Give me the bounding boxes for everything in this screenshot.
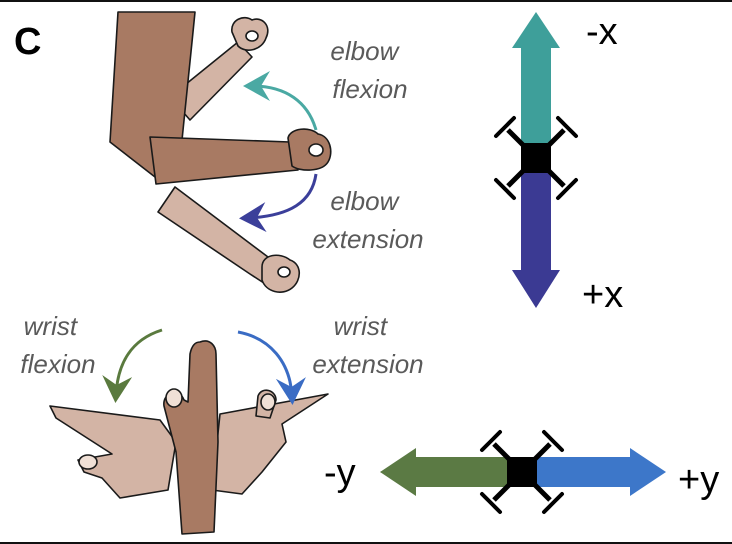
- drone-icon: [494, 116, 578, 200]
- wrist-extension-label: wrist extension: [312, 311, 423, 379]
- hand-icon: [49, 340, 329, 535]
- elbow-flexion-arrow: [243, 71, 318, 131]
- wrist-flexion-arrow: [102, 328, 163, 403]
- arm-icon: [109, 11, 332, 293]
- neg-x-label: -x: [586, 11, 618, 53]
- neg-y-label: -y: [324, 452, 356, 494]
- pos-x-label: +x: [582, 274, 623, 316]
- panel-letter: C: [14, 21, 41, 63]
- wrist-flexion-label: wrist flexion: [20, 311, 95, 379]
- elbow-extension-label: elbow extension: [312, 186, 423, 254]
- elbow-extension-arrow: [239, 173, 318, 233]
- x-axis-arrow: [512, 12, 560, 308]
- elbow-flexion-label: elbow flexion: [330, 36, 407, 104]
- pos-y-label: +y: [678, 459, 719, 501]
- wrist-extension-arrow: [237, 330, 306, 405]
- drone-icon: [480, 430, 564, 514]
- y-axis-arrow: [380, 448, 666, 496]
